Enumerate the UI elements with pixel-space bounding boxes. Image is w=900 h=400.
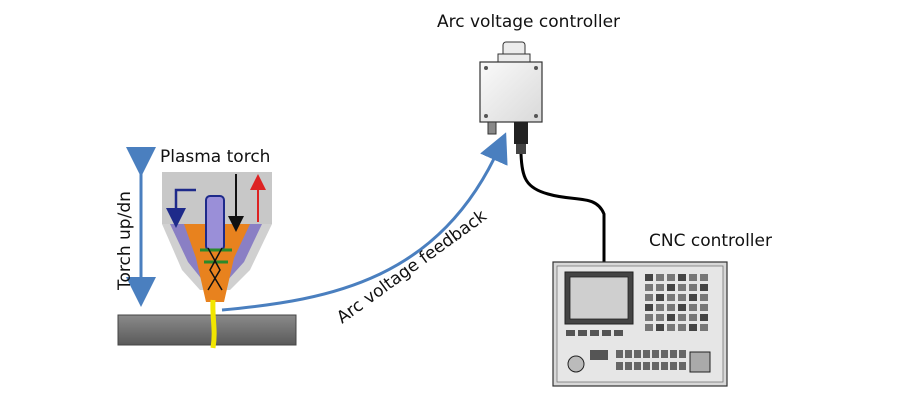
keypad-key <box>700 274 708 281</box>
control-key <box>661 362 668 370</box>
control-key <box>661 350 668 358</box>
control-key <box>625 362 632 370</box>
keypad-key <box>656 324 664 331</box>
control-key <box>679 362 686 370</box>
keypad-key <box>689 274 697 281</box>
arc-voltage-controller-device <box>479 41 543 154</box>
keypad-key <box>656 294 664 301</box>
keypad-key <box>645 284 653 291</box>
control-key <box>643 350 650 358</box>
workpiece-plate <box>117 314 297 346</box>
keypad-key <box>689 294 697 301</box>
keypad-key <box>645 324 653 331</box>
control-key <box>670 362 677 370</box>
keypad-key <box>689 284 697 291</box>
control-key <box>625 350 632 358</box>
keypad-key <box>689 304 697 311</box>
control-key <box>634 350 641 358</box>
control-key <box>670 350 677 358</box>
keypad-key <box>645 314 653 321</box>
plasma-torch <box>162 172 272 302</box>
cnc-controller-device <box>552 261 728 387</box>
keypad-key <box>678 274 686 281</box>
keypad-key <box>667 284 675 291</box>
keypad-key <box>689 324 697 331</box>
keypad-key <box>667 324 675 331</box>
plasma-torch-label: Plasma torch <box>160 147 270 167</box>
keypad-key <box>667 304 675 311</box>
keypad-key <box>656 314 664 321</box>
control-key <box>634 362 641 370</box>
keypad-key <box>700 304 708 311</box>
torch-up-dn-label: Torch up/dn <box>115 191 135 291</box>
keypad-key <box>700 294 708 301</box>
keypad-key <box>667 314 675 321</box>
keypad-key <box>678 304 686 311</box>
control-key <box>679 350 686 358</box>
arc-voltage-controller-label: Arc voltage controller <box>437 12 620 32</box>
control-key <box>616 362 623 370</box>
control-key <box>652 362 659 370</box>
keypad-key <box>667 294 675 301</box>
control-key <box>643 362 650 370</box>
cnc-controller-label: CNC controller <box>649 231 772 251</box>
keypad-key <box>645 274 653 281</box>
keypad-key <box>656 304 664 311</box>
keypad-key <box>700 324 708 331</box>
control-key <box>652 350 659 358</box>
plasma-arc <box>210 299 217 349</box>
keypad-key <box>678 294 686 301</box>
control-key <box>616 350 623 358</box>
keypad-key <box>645 294 653 301</box>
keypad-key <box>700 314 708 321</box>
keypad-key <box>700 284 708 291</box>
keypad-key <box>667 274 675 281</box>
keypad-key <box>678 284 686 291</box>
controller-cable <box>519 153 606 262</box>
keypad-key <box>645 304 653 311</box>
keypad-key <box>678 324 686 331</box>
keypad-key <box>656 274 664 281</box>
keypad-key <box>689 314 697 321</box>
keypad-key <box>656 284 664 291</box>
keypad-key <box>678 314 686 321</box>
arc-voltage-feedback-label: Arc voltage feedback <box>333 206 491 328</box>
arc-voltage-feedback-arrow <box>221 132 508 312</box>
